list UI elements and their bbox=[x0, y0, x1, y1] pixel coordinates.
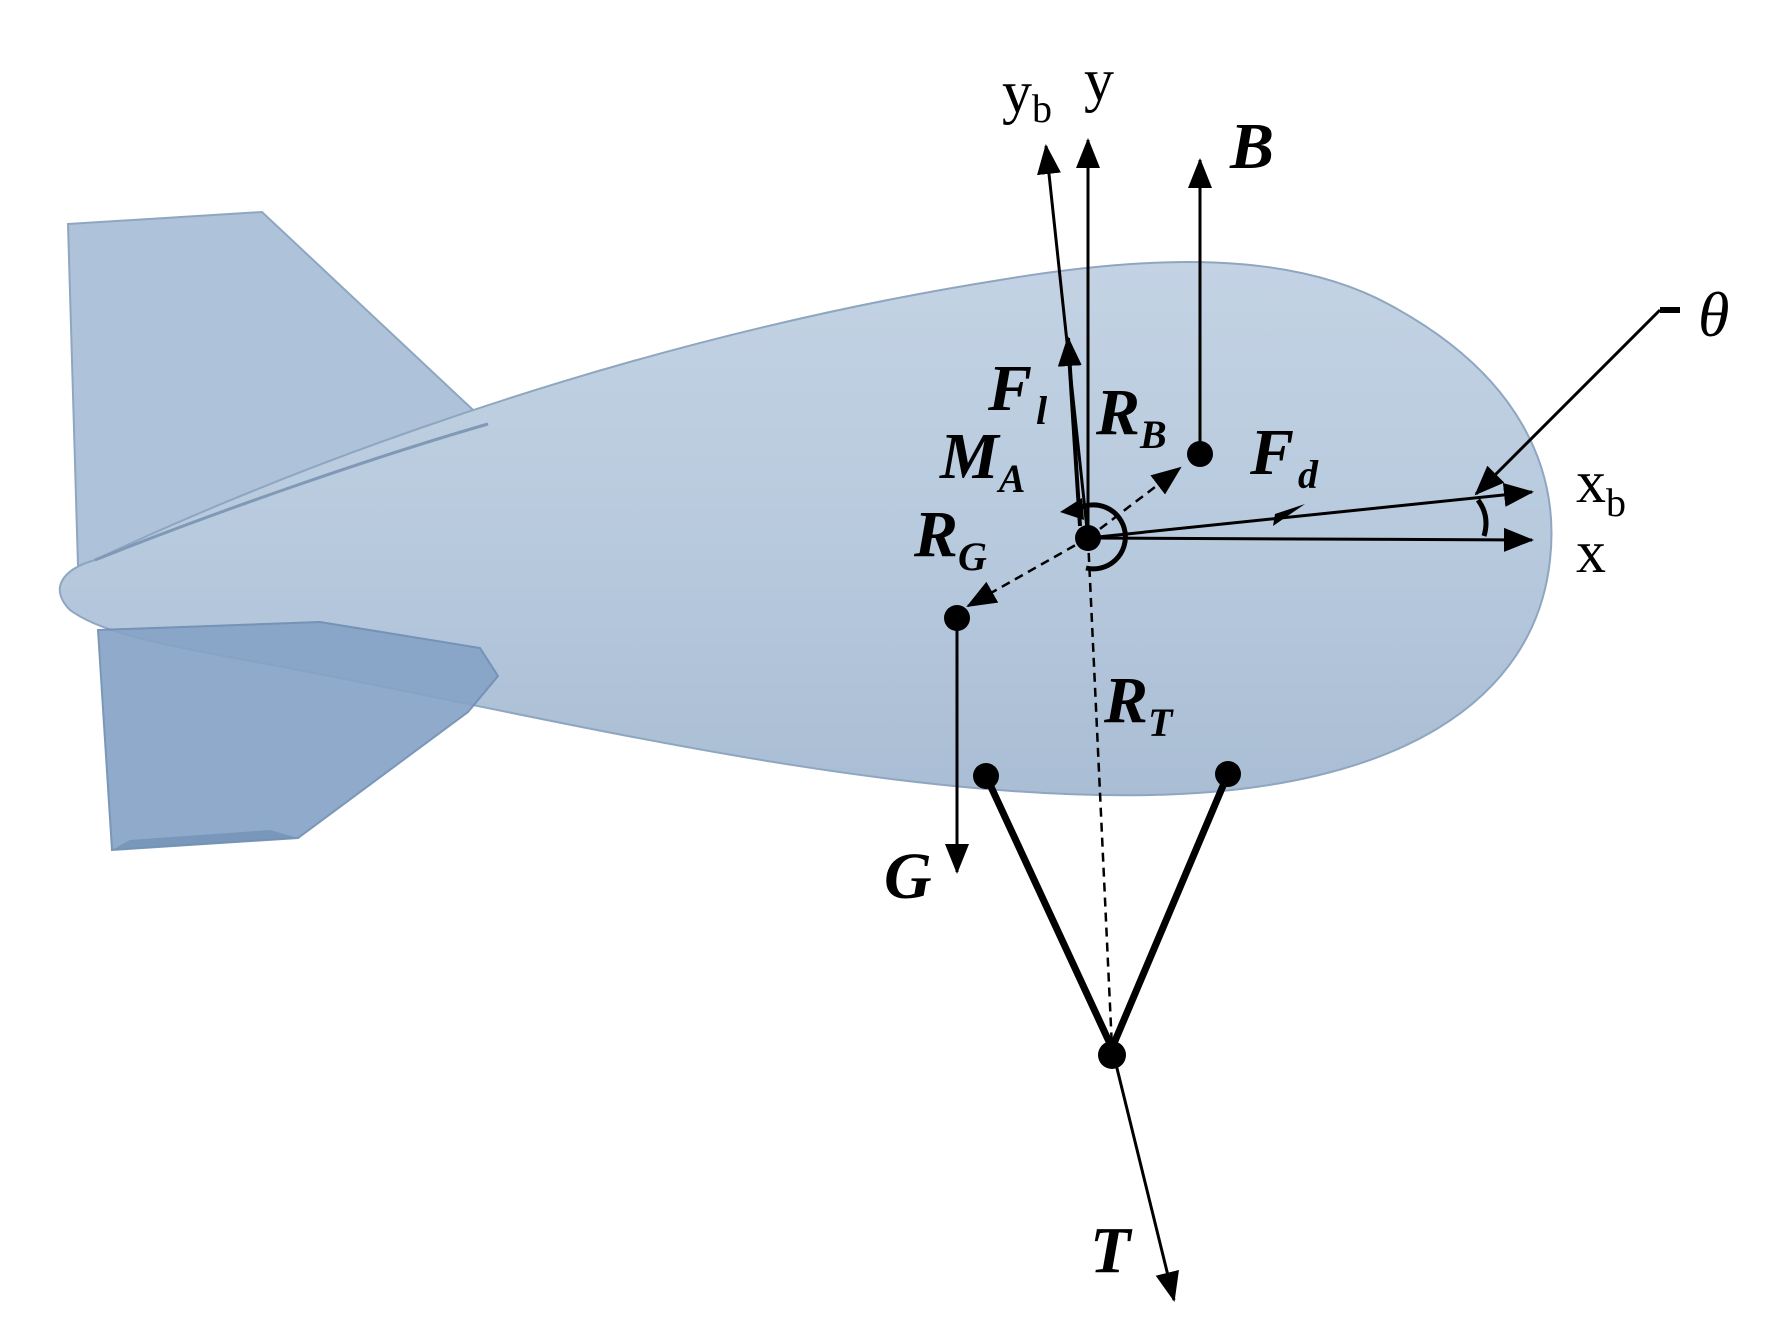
center-of-buoyancy-point bbox=[1187, 441, 1213, 467]
aero-moment-arrowhead bbox=[1060, 498, 1084, 520]
aero-moment-arc bbox=[1074, 502, 1128, 572]
tether-line-left bbox=[982, 774, 1116, 1050]
label-r-tether: RT bbox=[1103, 664, 1174, 745]
drag-force-arrowhead bbox=[1273, 504, 1305, 526]
tether-attach-right-point bbox=[1215, 761, 1241, 787]
tether-force-arrow bbox=[1110, 1047, 1179, 1302]
label-buoyancy: B bbox=[1229, 110, 1274, 183]
tether-line-right bbox=[1108, 772, 1232, 1050]
center-of-volume-point bbox=[1075, 525, 1101, 551]
label-x-axis: x bbox=[1576, 519, 1606, 585]
r-buoyancy-vector bbox=[1087, 466, 1182, 539]
r-gravity-vector bbox=[966, 536, 1089, 608]
label-gravity: G bbox=[884, 840, 932, 913]
x-axis-arrow bbox=[1087, 527, 1534, 552]
center-of-gravity-point bbox=[944, 605, 970, 631]
label-aero-moment: MA bbox=[939, 420, 1025, 501]
label-r-gravity: RG bbox=[913, 498, 987, 579]
label-r-buoyancy: RB bbox=[1095, 376, 1167, 457]
confluence-point bbox=[1098, 1041, 1126, 1069]
lower-tail-fin bbox=[96, 620, 500, 852]
tether-attach-left-point bbox=[973, 763, 999, 789]
pitch-angle-pointer bbox=[1474, 308, 1662, 496]
lower-tail-fin-edge bbox=[112, 830, 298, 850]
pitch-angle-arc bbox=[1475, 498, 1489, 537]
label-pitch-angle: θ bbox=[1698, 279, 1729, 350]
hull-seam bbox=[94, 422, 489, 562]
label-x-body: xb bbox=[1576, 449, 1626, 525]
label-y-axis: y bbox=[1084, 47, 1114, 113]
r-tether-vector bbox=[1086, 537, 1114, 1049]
label-tether-force: T bbox=[1090, 1214, 1133, 1287]
label-y-body: yb bbox=[1002, 59, 1052, 131]
xb-axis-arrow bbox=[1087, 482, 1534, 540]
lift-force-arrow bbox=[1057, 336, 1082, 527]
